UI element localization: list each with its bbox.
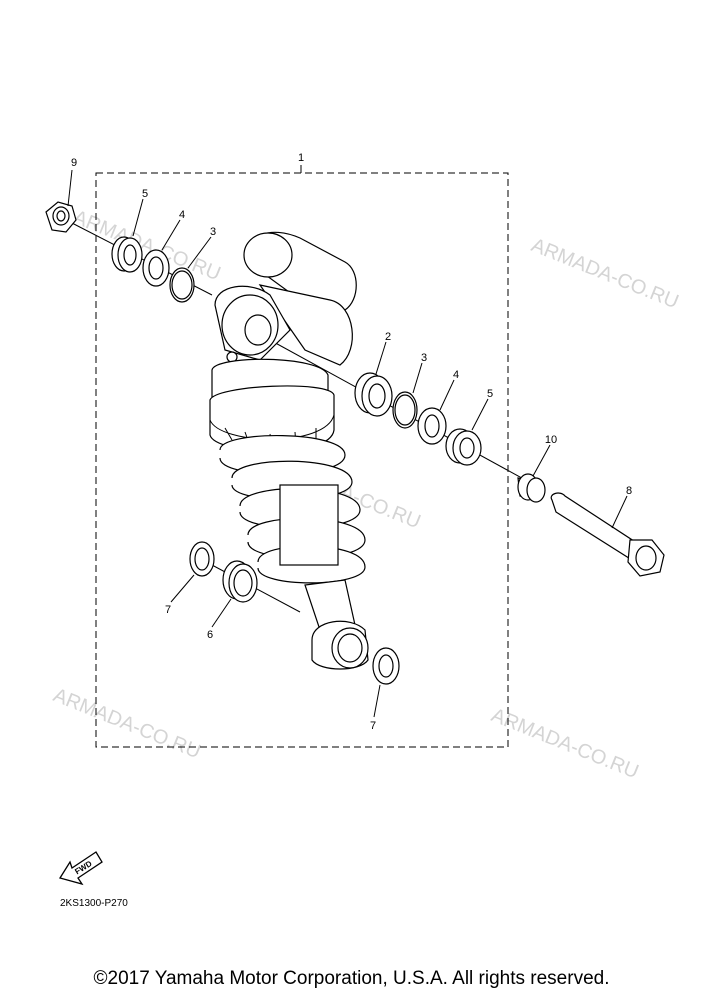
- assembly-boundary: [95, 172, 509, 748]
- lower-seal-right-icon: [372, 647, 400, 685]
- right-seal-icon: [445, 428, 482, 466]
- callout-3-right: 3: [421, 352, 427, 364]
- callout-7-right: 7: [370, 720, 376, 732]
- watermark: ARMADA-CO.RU: [50, 684, 204, 763]
- callout-7-left: 7: [165, 604, 171, 616]
- watermark: ARMADA-CO.RU: [528, 234, 682, 313]
- shock-absorber-icon: [209, 231, 369, 670]
- callout-4-left: 4: [179, 209, 185, 221]
- callout-3-left: 3: [210, 226, 216, 238]
- left-o-ring-icon: [169, 267, 195, 303]
- callout-10: 10: [545, 434, 557, 446]
- leader-lines: [67, 165, 628, 718]
- left-washer-icon: [142, 249, 170, 287]
- right-o-ring-icon: [392, 391, 418, 429]
- diagram-code: 2KS1300-P270: [60, 898, 128, 909]
- callout-1: 1: [298, 152, 304, 164]
- bolt-icon: [550, 492, 665, 577]
- fwd-arrow-icon: FWD: [58, 851, 103, 886]
- callout-6: 6: [207, 629, 213, 641]
- flange-nut-icon: [45, 201, 77, 233]
- watermarks: ARMADA-CO.RU ARMADA-CO.RU ARMADA-CO.RU A…: [50, 206, 682, 783]
- callout-4-right: 4: [453, 369, 459, 381]
- callout-5-right: 5: [487, 388, 493, 400]
- bearing-icon: [222, 560, 258, 603]
- callout-5-left: 5: [142, 188, 148, 200]
- callout-8: 8: [626, 485, 632, 497]
- callout-9: 9: [71, 157, 77, 169]
- copyright-notice: ©2017 Yamaha Motor Corporation, U.S.A. A…: [93, 968, 610, 989]
- watermark: ARMADA-CO.RU: [488, 704, 642, 783]
- right-bushing-icon: [354, 372, 393, 417]
- left-bushing-icon: [111, 236, 143, 273]
- callout-2: 2: [385, 331, 391, 343]
- right-washer-icon: [417, 407, 447, 445]
- lower-seal-left-icon: [189, 541, 215, 577]
- collar-icon: [517, 473, 546, 503]
